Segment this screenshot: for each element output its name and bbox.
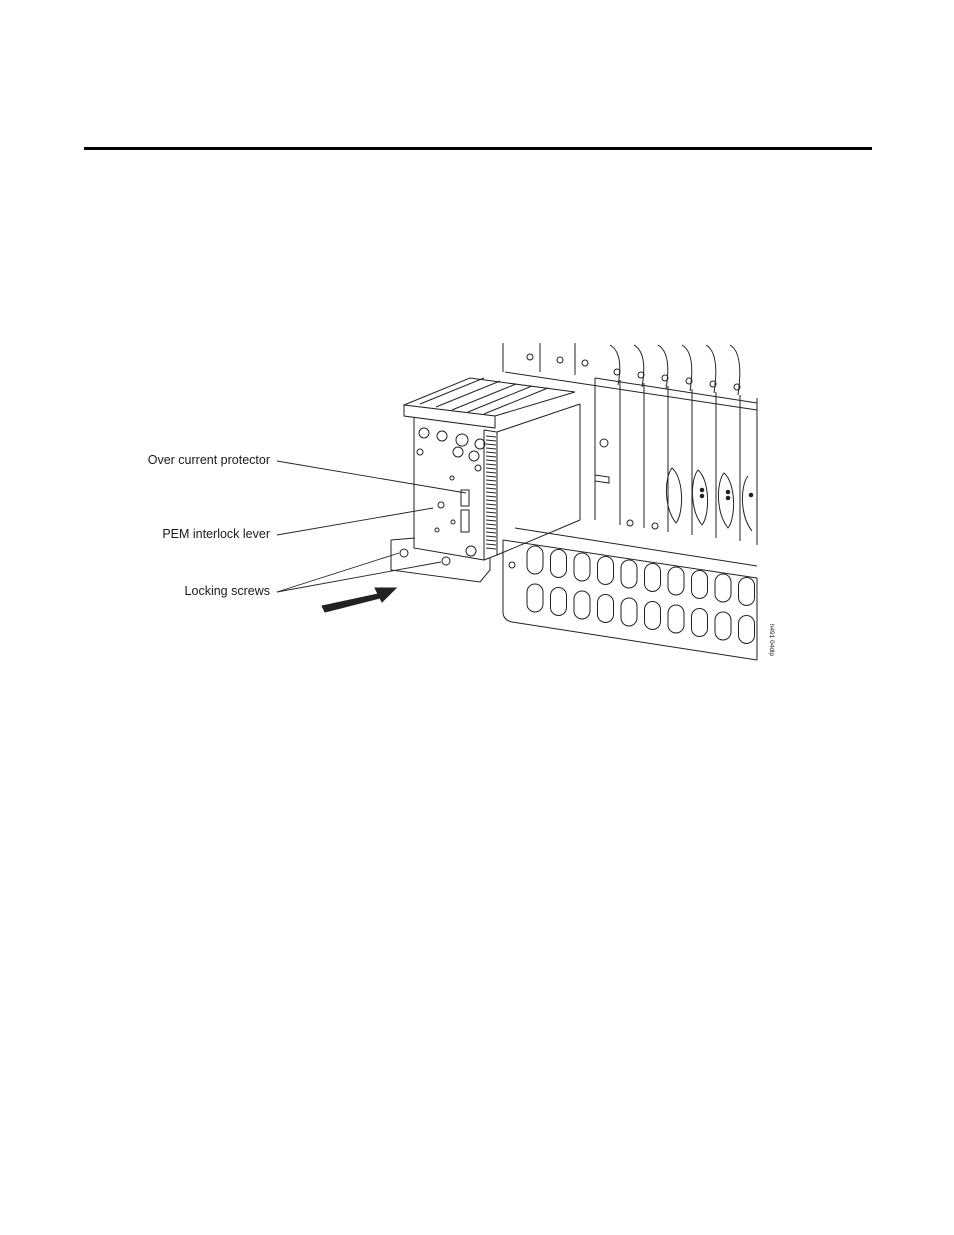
locking-screw-left — [399, 548, 409, 558]
pem-interlock-slot — [460, 509, 470, 533]
heatsink-fins — [419, 377, 549, 415]
rib — [485, 511, 497, 514]
leader-locking-screw-right — [276, 561, 442, 593]
callout-leaders — [276, 460, 467, 593]
rib — [485, 479, 497, 482]
rib — [485, 507, 497, 510]
rib — [485, 475, 497, 478]
pem-terminal-connectors — [416, 427, 486, 472]
vent-hole — [620, 559, 638, 589]
rib — [485, 455, 497, 458]
locking-screw-right — [441, 556, 451, 566]
vent-hole — [714, 611, 732, 641]
rib — [485, 443, 497, 446]
leader-over-current-protector — [276, 460, 467, 494]
rib — [485, 463, 497, 466]
vent-hole — [597, 556, 614, 585]
rib — [485, 467, 497, 470]
rib — [485, 523, 497, 526]
card-ejectors-upper — [526, 344, 741, 396]
pem-module — [390, 377, 581, 583]
over-current-protector-switch — [460, 489, 470, 507]
vent-hole — [573, 552, 591, 582]
rib — [485, 471, 497, 474]
rib — [485, 539, 497, 542]
rib — [485, 447, 497, 450]
rib — [485, 519, 497, 522]
vent-hole — [667, 566, 685, 596]
vent-hole — [526, 583, 544, 613]
rib — [485, 451, 497, 454]
insertion-arrow — [321, 587, 398, 613]
callout-pem-interlock-lever: PEM interlock lever — [162, 527, 270, 541]
vent-hole — [597, 594, 614, 623]
chassis-vent-holes — [526, 545, 755, 644]
rib — [485, 439, 497, 442]
rib — [485, 495, 497, 498]
vent-hole — [644, 563, 661, 592]
leader-locking-screw-left — [276, 552, 400, 593]
header-rule — [84, 147, 872, 150]
vent-hole — [550, 587, 567, 616]
rib — [485, 491, 497, 494]
vent-hole — [620, 597, 638, 627]
rib — [485, 543, 497, 546]
rib — [485, 487, 497, 490]
leader-pem-interlock-lever — [276, 507, 434, 536]
callout-locking-screws: Locking screws — [184, 584, 270, 598]
vent-hole — [738, 577, 755, 606]
rib — [485, 531, 497, 534]
rib — [485, 547, 497, 550]
rib — [485, 483, 497, 486]
rib — [485, 499, 497, 502]
vent-hole — [550, 549, 567, 578]
pem-side-ribs — [485, 435, 497, 550]
figure-id: h491 04dlp — [768, 624, 775, 657]
chassis — [502, 343, 758, 661]
vent-hole — [573, 590, 591, 620]
rib — [485, 459, 497, 462]
vent-hole — [644, 601, 661, 630]
card-ejectors-lower — [626, 467, 754, 532]
rib — [485, 527, 497, 530]
vent-hole — [667, 604, 685, 634]
rib — [485, 503, 497, 506]
vent-hole — [714, 573, 732, 603]
rib — [485, 435, 497, 438]
vent-hole — [691, 570, 708, 599]
rib — [485, 515, 497, 518]
vent-hole — [526, 545, 544, 575]
callout-over-current-protector: Over current protector — [147, 453, 270, 467]
locking-bracket — [390, 540, 491, 583]
vent-hole — [691, 608, 708, 637]
vent-hole — [738, 615, 755, 644]
rib — [485, 535, 497, 538]
